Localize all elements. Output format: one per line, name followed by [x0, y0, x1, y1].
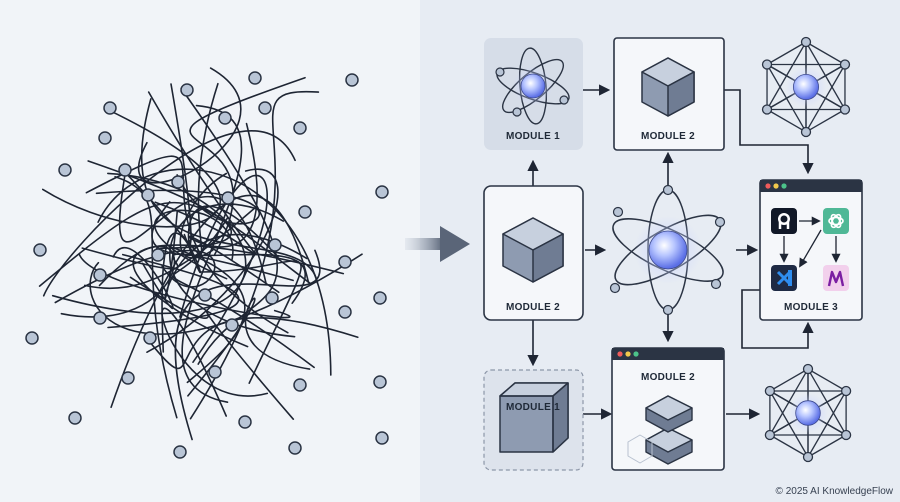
- atom-icon: [495, 47, 570, 125]
- github-icon: [771, 208, 797, 234]
- tangle-curve: [147, 91, 256, 255]
- window-maximize-dot: [781, 183, 787, 189]
- tangle-curve: [118, 165, 267, 285]
- module-2-bottom-window: MODULE 2: [611, 347, 725, 471]
- tangle-node: [293, 378, 307, 392]
- tangle-node: [33, 243, 47, 257]
- tangle-node: [238, 415, 252, 429]
- tangled-network: [38, 67, 363, 441]
- tangle-node: [208, 365, 222, 379]
- tangle-curve: [83, 206, 257, 290]
- cube-icon: [641, 57, 695, 117]
- tangle-node: [268, 238, 282, 252]
- tangled-network-nodes: [25, 71, 389, 459]
- tangle-node: [338, 255, 352, 269]
- tangle-node: [118, 163, 132, 177]
- tangle-node: [58, 163, 72, 177]
- network-graph-icon: [764, 363, 852, 463]
- stacked-layers-icon: [627, 395, 693, 465]
- tangle-node: [288, 441, 302, 455]
- tangle-node: [68, 411, 82, 425]
- transition-arrow: [405, 226, 470, 262]
- tangle-curve: [187, 297, 311, 397]
- tangle-node: [143, 331, 157, 345]
- tangle-curve: [174, 249, 321, 441]
- tangle-node: [180, 83, 194, 97]
- tangle-node: [173, 445, 187, 459]
- tangle-node: [338, 305, 352, 319]
- copyright-text: © 2025 AI KnowledgeFlow: [776, 486, 894, 497]
- tangle-node: [221, 191, 235, 205]
- tangle-node: [93, 268, 107, 282]
- tangle-node: [93, 311, 107, 325]
- tangle-node: [375, 431, 389, 445]
- tangle-curve: [132, 244, 345, 348]
- module-2-mid-label: MODULE 2: [506, 302, 560, 313]
- window-minimize-dot: [773, 183, 779, 189]
- tangle-node: [298, 205, 312, 219]
- module-2-bottom-label: MODULE 2: [641, 372, 695, 383]
- cube-icon: [502, 217, 564, 283]
- window-close-dot: [765, 183, 771, 189]
- module-1-top-label: MODULE 1: [506, 131, 560, 142]
- module-2-top-card: MODULE 2: [613, 37, 725, 151]
- tangle-curve: [51, 172, 247, 315]
- tangle-node: [103, 101, 117, 115]
- tangle-node: [293, 121, 307, 135]
- atom-icon: [609, 184, 726, 316]
- tangle-node: [141, 188, 155, 202]
- cube-icon: [499, 382, 569, 453]
- tangle-curve: [81, 247, 294, 282]
- tangle-curve: [146, 168, 279, 353]
- tangle-curve: [97, 168, 332, 376]
- tangle-node: [248, 71, 262, 85]
- tangle-curve: [120, 82, 219, 256]
- make-icon: [823, 265, 849, 291]
- tangle-curve: [161, 307, 269, 417]
- module-1-bottom-card: MODULE 1: [483, 369, 584, 471]
- module-3-window: MODULE 3: [759, 179, 863, 321]
- tangle-node: [345, 73, 359, 87]
- tangle-node: [373, 375, 387, 389]
- tangle-node: [225, 318, 239, 332]
- window-maximize-dot: [633, 351, 639, 357]
- tangle-node: [218, 111, 232, 125]
- tangle-curve: [38, 201, 312, 287]
- tangle-node: [25, 331, 39, 345]
- tangle-node: [121, 371, 135, 385]
- tangle-curve: [54, 249, 216, 304]
- tangle-node: [375, 185, 389, 199]
- module-3-label: MODULE 3: [784, 302, 838, 313]
- tangle-curve: [87, 160, 232, 250]
- openai-icon: [823, 208, 849, 234]
- module-2-mid-card: MODULE 2: [483, 185, 584, 321]
- tangle-curve: [164, 210, 308, 300]
- vscode-icon: [771, 265, 797, 291]
- tangle-node: [258, 101, 272, 115]
- tangle-curve: [110, 194, 310, 409]
- tangle-node: [98, 131, 112, 145]
- window-minimize-dot: [625, 351, 631, 357]
- tangle-node: [171, 175, 185, 189]
- connectors: [527, 84, 814, 420]
- tangle-curve: [169, 245, 246, 384]
- tangle-curve: [138, 67, 242, 184]
- tangle-curve: [151, 201, 307, 304]
- tangle-node: [373, 291, 387, 305]
- module-1-top-card: MODULE 1: [484, 38, 583, 150]
- window-close-dot: [617, 351, 623, 357]
- network-graph-icon: [761, 36, 851, 138]
- tangle-node: [151, 248, 165, 262]
- module-1-bottom-label: MODULE 1: [506, 402, 560, 413]
- tangle-curve: [179, 174, 268, 363]
- tangle-node: [198, 288, 212, 302]
- tangle-node: [265, 291, 279, 305]
- module-2-top-label: MODULE 2: [641, 131, 695, 142]
